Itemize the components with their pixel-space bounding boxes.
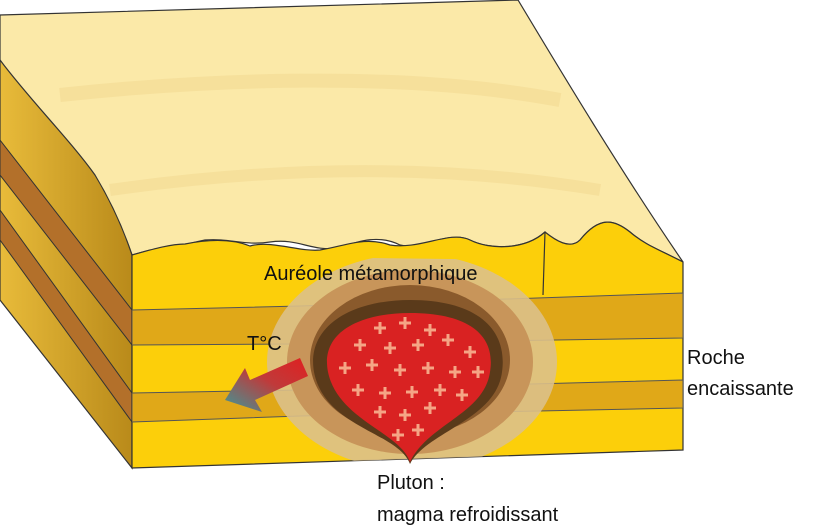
crystal-cross [384, 342, 396, 354]
crystal-cross [354, 339, 366, 351]
pluton-label-line2: magma refroidissant [377, 504, 559, 526]
crystal-cross [399, 317, 411, 329]
crystal-cross [406, 386, 418, 398]
temperature-arrow [225, 358, 308, 412]
crystal-cross [424, 324, 436, 336]
pluton-label-line1: Pluton : [377, 472, 445, 494]
crystal-cross [374, 406, 386, 418]
crystal-cross [422, 362, 434, 374]
roche-label-line1: Roche [687, 347, 745, 369]
crystal-cross [412, 339, 424, 351]
crystal-cross [456, 389, 468, 401]
crystal-cross [449, 366, 461, 378]
crystal-cross [366, 359, 378, 371]
crystal-cross [352, 384, 364, 396]
crystal-cross [379, 387, 391, 399]
crystal-cross [412, 424, 424, 436]
crystal-cross [442, 334, 454, 346]
crystal-cross [472, 366, 484, 378]
crystal-crosses [339, 317, 484, 441]
crystal-cross [374, 322, 386, 334]
crystal-cross [394, 364, 406, 376]
pluton-magma [326, 313, 491, 462]
roche-label-line2: encaissante [687, 378, 794, 400]
crystal-cross [392, 429, 404, 441]
crystal-cross [434, 384, 446, 396]
temperature-label: T°C [247, 333, 282, 355]
crystal-cross [464, 346, 476, 358]
aureole-label: Auréole métamorphique [264, 263, 478, 285]
crystal-cross [424, 402, 436, 414]
crystal-cross [339, 362, 351, 374]
crystal-cross [399, 409, 411, 421]
